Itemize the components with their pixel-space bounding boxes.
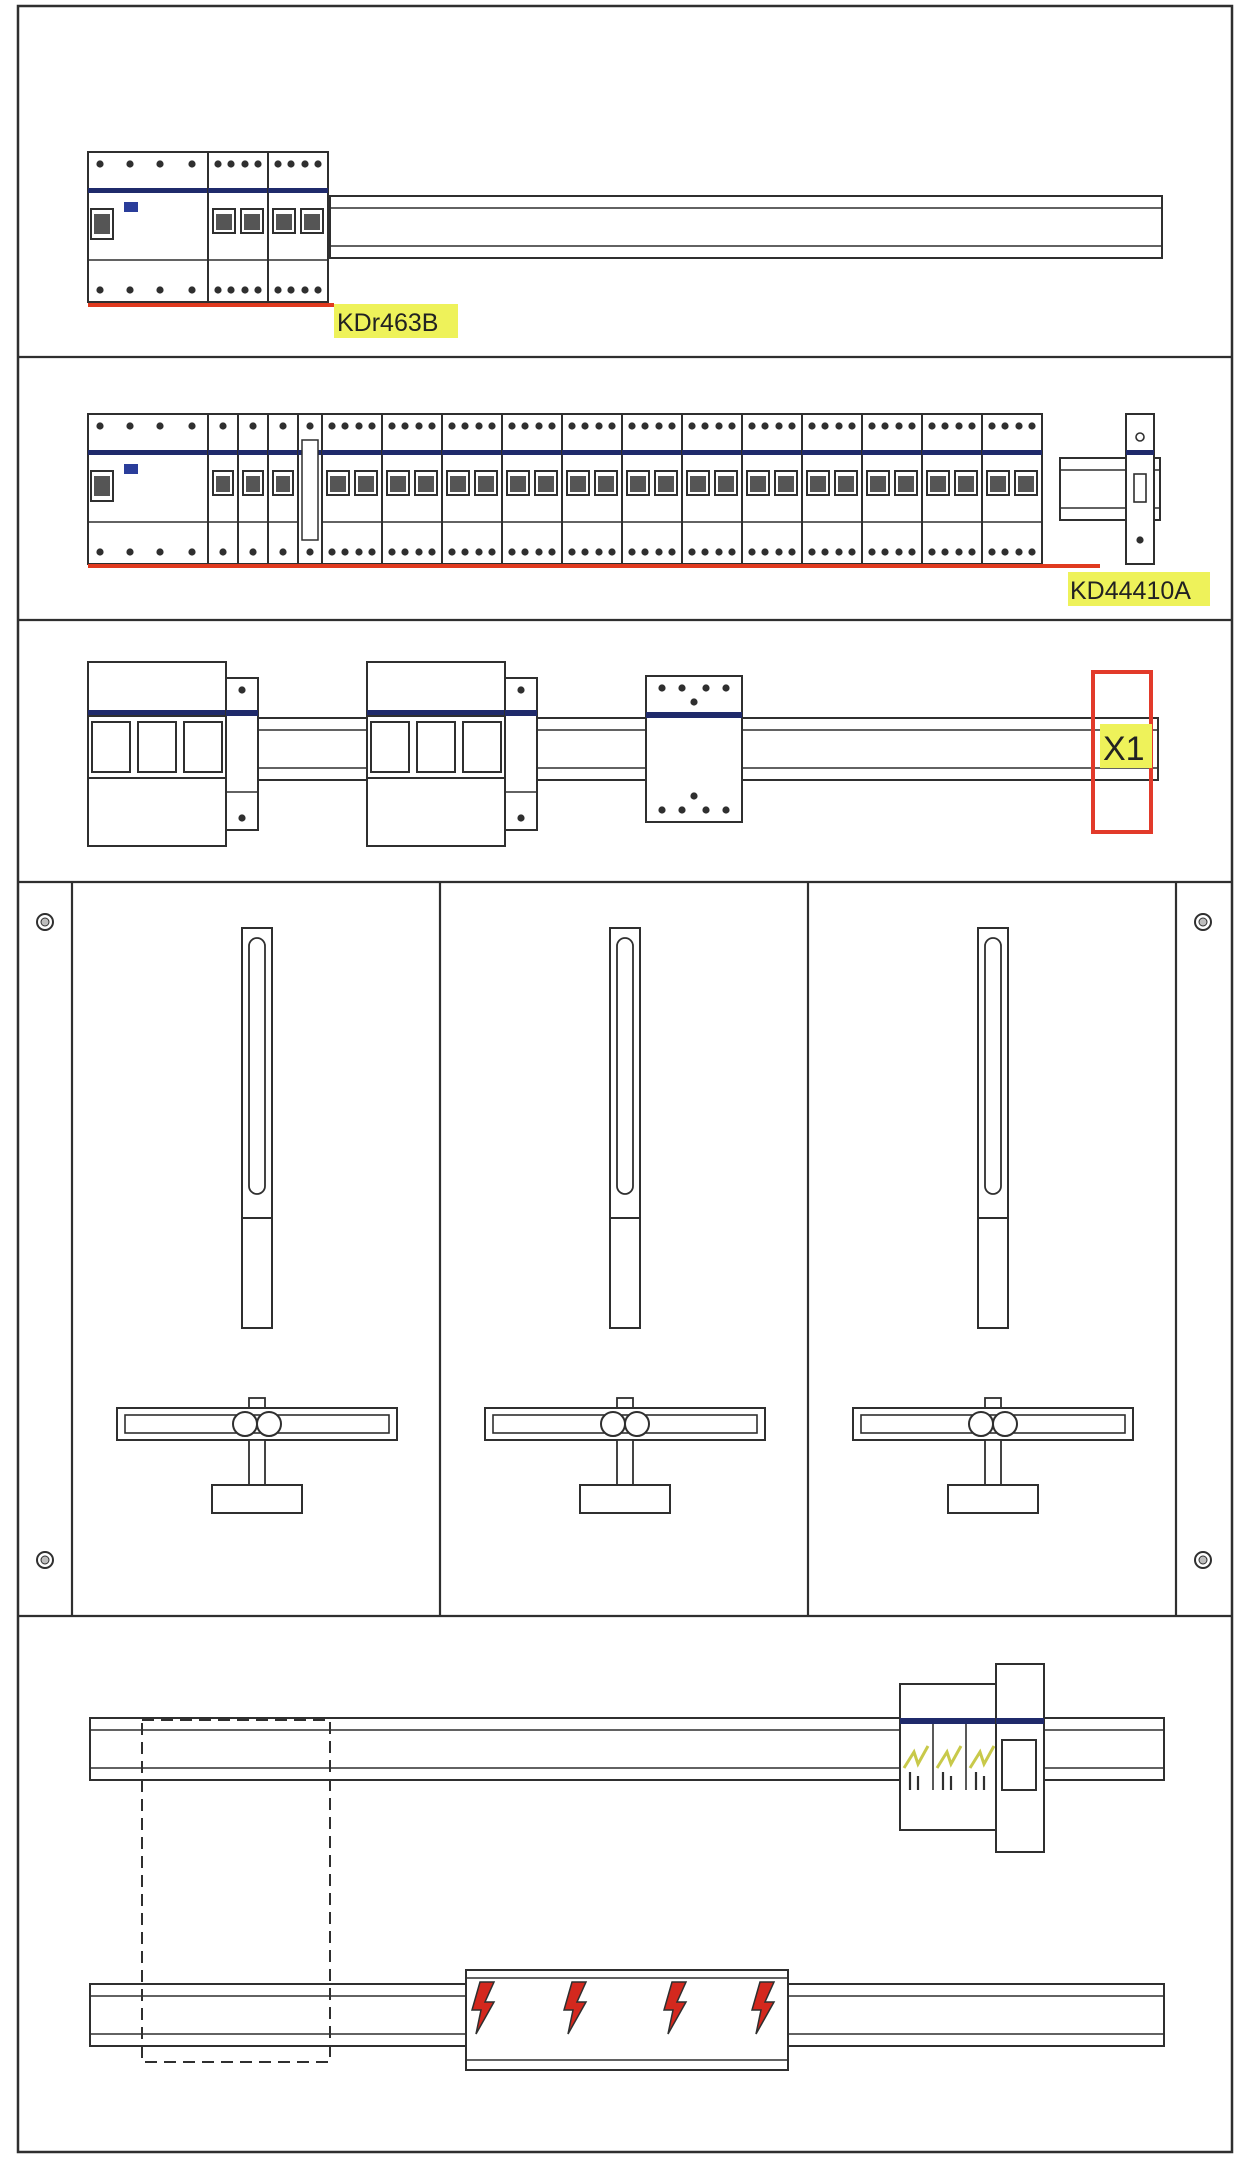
row3-terminal-x1: X1 (1091, 670, 1153, 834)
row1-device-label: KDr463B (334, 304, 458, 338)
row1-breaker-block (88, 152, 328, 302)
screw-icon (36, 1551, 54, 1569)
row3-terminal-label: X1 (1103, 730, 1145, 768)
row1-device-label-text: KDr463B (337, 309, 438, 337)
section-dividers (18, 355, 1232, 1618)
lightning-icon (902, 1745, 996, 1769)
screw-icon (1194, 913, 1212, 931)
row5-busbar (465, 1969, 789, 2071)
row2-device-label: KD44410A (1068, 572, 1210, 606)
row2-breaker-block (88, 413, 1042, 565)
row3-switch-a (87, 661, 259, 847)
meter-section (36, 882, 1212, 1616)
row3-switch-b (366, 661, 538, 847)
screw-icon (1194, 1551, 1212, 1569)
row3-relay (645, 675, 743, 823)
screw-icon (36, 913, 54, 931)
row5-surge-protector (899, 1663, 1045, 1853)
row2-end-clamp (1125, 413, 1155, 565)
row1-din-rail (329, 195, 1163, 259)
row2-device-label-text: KD44410A (1070, 577, 1191, 605)
